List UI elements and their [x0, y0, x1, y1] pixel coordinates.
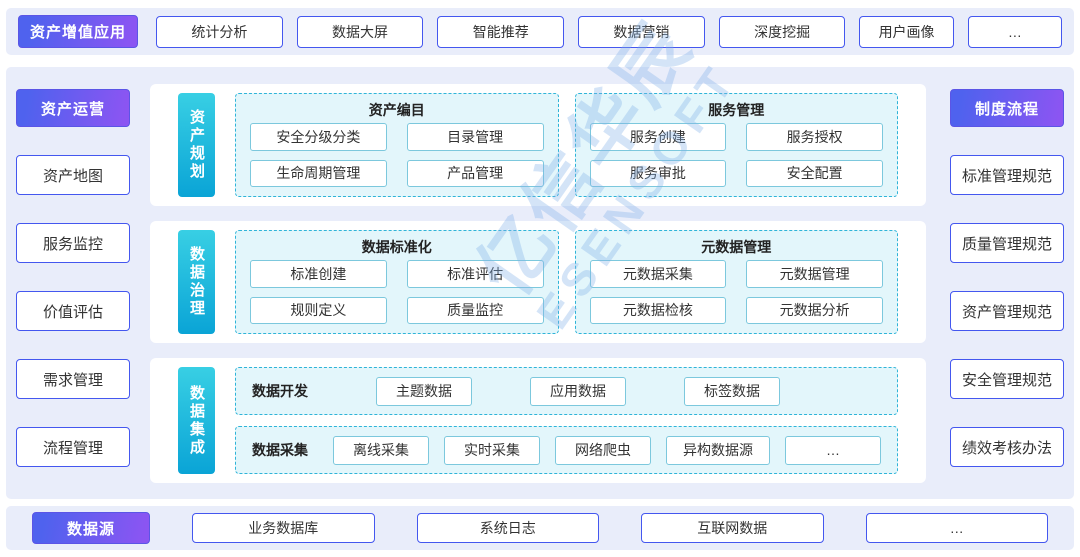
left-item-process-management: 流程管理	[16, 427, 130, 467]
node-collection-ellipsis: …	[785, 435, 881, 465]
right-column-title: 制度流程	[950, 89, 1064, 127]
card-asset-planning: 资产规划 资产编目 安全分级分类 目录管理 生命周期管理 产品管理 服务管理	[150, 84, 926, 206]
group-title-metadata-management: 元数据管理	[701, 239, 772, 255]
bottom-item-business-database: 业务数据库	[192, 513, 375, 543]
group-title-data-standardization: 数据标准化	[361, 239, 432, 255]
row-label-asset-planning: 资产规划	[178, 93, 215, 197]
right-item-quality-spec: 质量管理规范	[950, 223, 1064, 263]
bottom-band-title: 数据源	[32, 512, 150, 544]
band-data-collection: 数据采集 离线采集 实时采集 网络爬虫 异构数据源 …	[235, 426, 898, 474]
node-web-crawler: 网络爬虫	[555, 435, 651, 465]
row-label-data-governance: 数据治理	[178, 230, 215, 334]
node-security-classification: 安全分级分类	[250, 123, 387, 151]
metadata-management-grid: 元数据采集 元数据管理 元数据检核 元数据分析	[589, 260, 883, 324]
group-service-management: 服务管理 服务创建 服务授权 服务审批 安全配置	[574, 93, 898, 197]
data-standardization-grid: 标准创建 标准评估 规则定义 质量监控	[250, 260, 544, 324]
service-management-grid: 服务创建 服务授权 服务审批 安全配置	[589, 123, 883, 187]
card-data-integration: 数据集成 数据开发 主题数据 应用数据 标签数据 数据采集 离线采集 实时采集 …	[150, 358, 926, 483]
node-service-authorization: 服务授权	[746, 123, 883, 151]
band-data-development: 数据开发 主题数据 应用数据 标签数据	[235, 367, 898, 415]
left-column-asset-operation: 资产运营 资产地图 服务监控 价值评估 需求管理 流程管理	[6, 67, 140, 499]
top-item-deep-mining: 深度挖掘	[718, 15, 846, 48]
center-area: 资产规划 资产编目 安全分级分类 目录管理 生命周期管理 产品管理 服务管理	[150, 84, 926, 483]
node-metadata-collection: 元数据采集	[589, 260, 727, 288]
bottom-item-ellipsis: …	[865, 513, 1048, 543]
bottom-band-data-sources: 数据源 业务数据库 系统日志 互联网数据 …	[6, 506, 1074, 550]
left-item-demand-management: 需求管理	[16, 359, 130, 399]
node-rule-definition: 规则定义	[250, 296, 387, 324]
node-offline-collection: 离线采集	[333, 435, 429, 465]
right-item-security-spec: 安全管理规范	[950, 359, 1064, 399]
group-data-standardization: 数据标准化 标准创建 标准评估 规则定义 质量监控	[235, 230, 559, 334]
top-item-data-dashboard: 数据大屏	[296, 15, 424, 48]
right-item-standard-spec: 标准管理规范	[950, 155, 1064, 195]
node-service-approval: 服务审批	[589, 159, 727, 187]
right-item-asset-spec: 资产管理规范	[950, 291, 1064, 331]
data-governance-groups: 数据标准化 标准创建 标准评估 规则定义 质量监控 元数据管理 元数据采集 元数…	[235, 230, 898, 334]
group-title-service-management: 服务管理	[708, 102, 765, 118]
right-column-system-process: 制度流程 标准管理规范 质量管理规范 资产管理规范 安全管理规范 绩效考核办法	[940, 67, 1074, 499]
data-integration-bands: 数据开发 主题数据 应用数据 标签数据 数据采集 离线采集 实时采集 网络爬虫 …	[235, 367, 898, 474]
node-quality-monitoring: 质量监控	[406, 296, 544, 324]
top-band-asset-applications: 资产增值应用 统计分析 数据大屏 智能推荐 数据营销 深度挖掘 用户画像 …	[6, 8, 1074, 55]
node-tag-data: 标签数据	[684, 376, 780, 406]
row-label-data-integration: 数据集成	[178, 367, 215, 474]
top-item-statistical-analysis: 统计分析	[156, 15, 283, 48]
node-application-data: 应用数据	[530, 376, 626, 406]
asset-planning-groups: 资产编目 安全分级分类 目录管理 生命周期管理 产品管理 服务管理 服务创建 服…	[235, 93, 898, 197]
group-asset-catalog: 资产编目 安全分级分类 目录管理 生命周期管理 产品管理	[235, 93, 559, 197]
node-service-creation: 服务创建	[589, 123, 727, 151]
group-metadata-management: 元数据管理 元数据采集 元数据管理 元数据检核 元数据分析	[574, 230, 898, 334]
asset-catalog-grid: 安全分级分类 目录管理 生命周期管理 产品管理	[250, 123, 544, 187]
top-item-smart-recommendation: 智能推荐	[437, 15, 565, 48]
band-label-data-development: 数据开发	[252, 383, 308, 399]
node-heterogeneous-datasource: 异构数据源	[666, 435, 770, 465]
top-band-title: 资产增值应用	[18, 15, 138, 48]
node-metadata-management: 元数据管理	[746, 260, 883, 288]
top-item-ellipsis: …	[967, 15, 1062, 48]
node-standard-evaluation: 标准评估	[406, 260, 544, 288]
left-item-asset-map: 资产地图	[16, 155, 130, 195]
right-item-performance-assessment: 绩效考核办法	[950, 427, 1064, 467]
bottom-item-internet-data: 互联网数据	[641, 513, 824, 543]
node-metadata-verification: 元数据检核	[589, 296, 727, 324]
node-catalog-management: 目录管理	[406, 123, 544, 151]
group-title-asset-catalog: 资产编目	[368, 102, 425, 118]
node-security-configuration: 安全配置	[746, 159, 883, 187]
node-product-management: 产品管理	[406, 159, 544, 187]
left-item-service-monitoring: 服务监控	[16, 223, 130, 263]
node-subject-data: 主题数据	[376, 376, 472, 406]
node-lifecycle-management: 生命周期管理	[250, 159, 387, 187]
left-item-value-assessment: 价值评估	[16, 291, 130, 331]
bottom-item-system-logs: 系统日志	[416, 513, 599, 543]
node-metadata-analysis: 元数据分析	[746, 296, 883, 324]
middle-band: 资产运营 资产地图 服务监控 价值评估 需求管理 流程管理 资产规划 资产编目 …	[6, 67, 1074, 499]
top-item-user-profile: 用户画像	[859, 15, 954, 48]
band-label-data-collection: 数据采集	[252, 442, 308, 458]
node-realtime-collection: 实时采集	[444, 435, 540, 465]
node-standard-creation: 标准创建	[250, 260, 387, 288]
top-item-data-marketing: 数据营销	[578, 15, 705, 48]
card-data-governance: 数据治理 数据标准化 标准创建 标准评估 规则定义 质量监控 元数据管理	[150, 221, 926, 343]
left-column-title: 资产运营	[16, 89, 130, 127]
